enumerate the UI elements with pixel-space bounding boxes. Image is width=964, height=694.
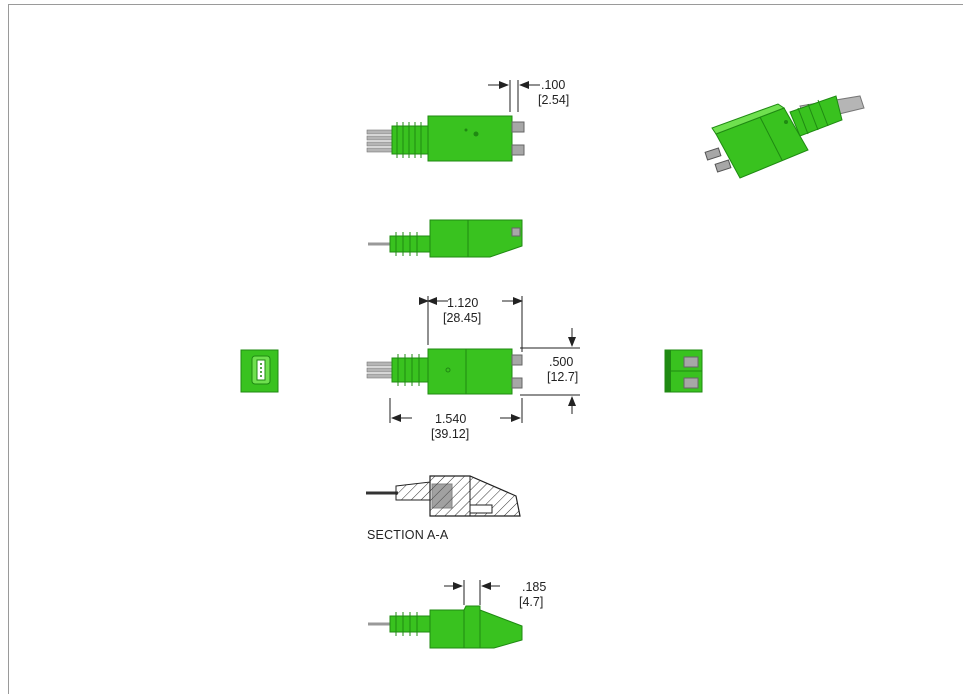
isometric-view-connector xyxy=(704,95,865,179)
body-length-inch-label: 1.120 xyxy=(447,296,479,310)
drawing-sheet xyxy=(8,4,963,694)
overall-length-inch-label: 1.540 xyxy=(435,412,467,426)
main-view-dimensions xyxy=(389,296,580,423)
front-end-view xyxy=(664,349,703,393)
height-inch-label: .500 xyxy=(549,355,574,369)
top-view-connector xyxy=(366,115,525,162)
pitch-mm-label: [2.54] xyxy=(538,93,570,107)
side-view-connector xyxy=(368,219,523,258)
rear-end-view xyxy=(240,349,279,393)
pitch-dimension xyxy=(488,80,540,112)
overall-length-mm-label: [39.12] xyxy=(431,427,470,441)
latch-offset-dimension xyxy=(444,580,500,605)
height-mm-label: [12.7] xyxy=(547,370,579,384)
pitch-inch-label: .100 xyxy=(541,78,566,92)
section-a-a-label: SECTION A-A xyxy=(367,528,449,542)
body-length-mm-label: [28.45] xyxy=(443,311,482,325)
side-view-latch-connector xyxy=(368,605,523,649)
latch-offset-mm-label: [4.7] xyxy=(519,595,544,609)
latch-offset-inch-label: .185 xyxy=(522,580,547,594)
section-a-a-view xyxy=(366,475,521,517)
main-view-connector xyxy=(366,348,523,395)
